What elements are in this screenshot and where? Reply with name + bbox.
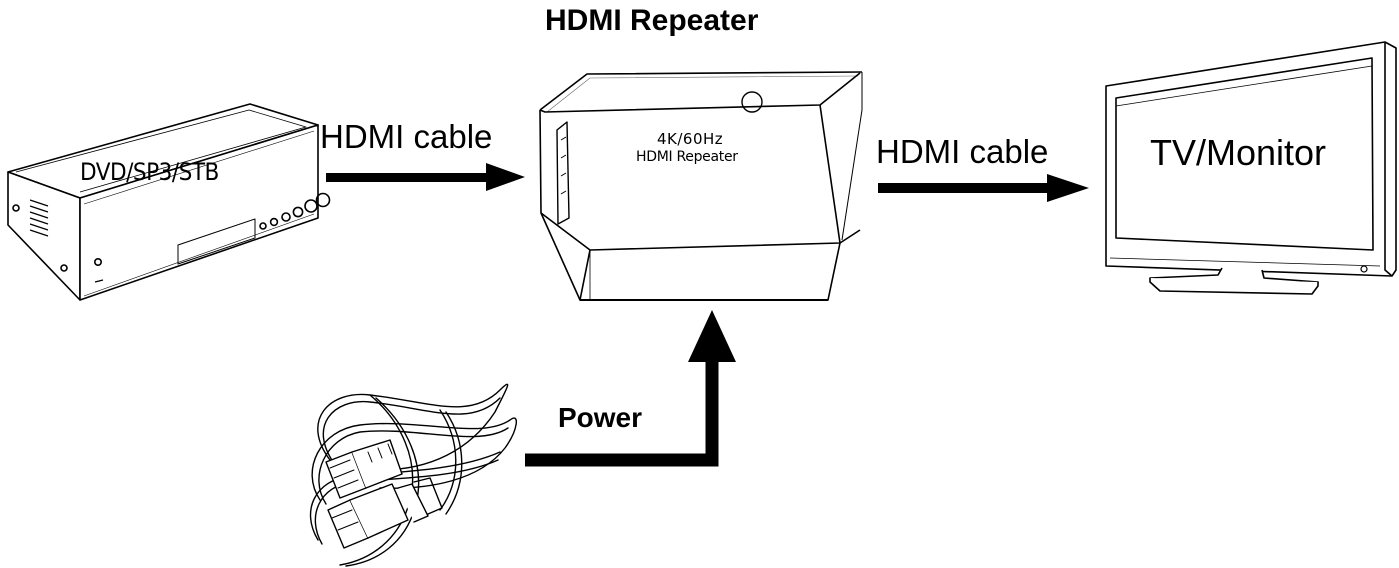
output-cable-label: HDMI cable <box>876 133 1049 170</box>
power-label: Power <box>558 402 643 433</box>
repeater-model-label: 4K/60Hz <box>657 130 724 148</box>
usb-cable-icon <box>309 383 517 567</box>
tv-monitor-icon <box>1105 41 1397 295</box>
hdmi-repeater-box-icon <box>539 70 865 301</box>
input-cable-label: HDMI cable <box>320 118 493 155</box>
display-device-label: TV/Monitor <box>1150 132 1327 173</box>
diagram-title: HDMI Repeater <box>545 4 759 37</box>
input-cable-arrow <box>326 163 525 191</box>
source-device-label: DVD/SP3/STB <box>80 158 219 186</box>
output-cable-arrow <box>878 174 1089 202</box>
repeater-name-label: HDMI Repeater <box>636 149 738 165</box>
power-arrow <box>525 310 736 467</box>
dvd-player-icon <box>7 103 331 301</box>
